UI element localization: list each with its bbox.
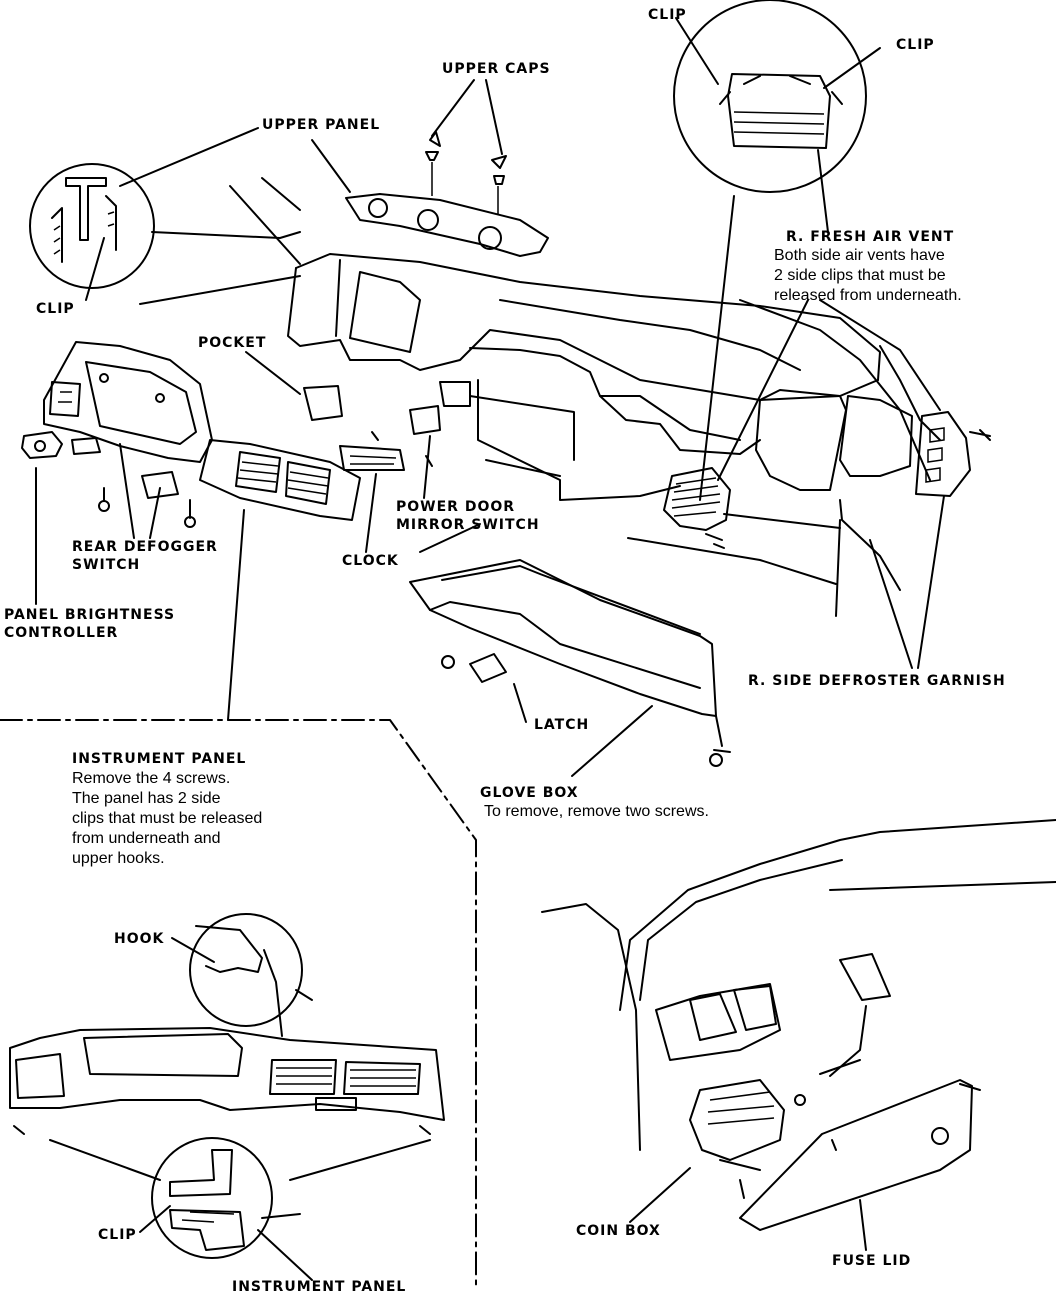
instrument-panel-part (43, 341, 361, 521)
note-instrument-panel-4: from underneath and (72, 830, 221, 847)
switch-parts (21, 381, 471, 528)
dashboard-body (139, 177, 941, 617)
label-upper-panel: UPPER PANEL (262, 117, 381, 133)
label-clip-top-left: CLIP (648, 7, 687, 23)
leader-lines-top (35, 17, 945, 777)
label-panel-brightness-2: CONTROLLER (4, 625, 119, 641)
note-instrument-panel-2: The panel has 2 side (72, 790, 221, 807)
leader-lines-lower-right (629, 1167, 867, 1251)
coin-box-fuse-lid-view (541, 819, 1056, 1231)
glove-box-part (409, 559, 731, 767)
label-power-door-1: POWER DOOR (396, 499, 516, 515)
label-instrument-panel-title: INSTRUMENT PANEL (72, 751, 247, 767)
label-clip-bottom: CLIP (98, 1227, 137, 1243)
note-instrument-panel-1: Remove the 4 screws. (72, 770, 231, 787)
hook-detail-circle (189, 913, 313, 1037)
upper-panel-part (345, 131, 549, 257)
note-instrument-panel-3: clips that must be released (72, 810, 263, 827)
label-clip-top-right: CLIP (896, 37, 935, 53)
label-rear-defogger-1: REAR DEFOGGER (72, 539, 218, 555)
clip-detail-circle-bottom (151, 1137, 301, 1259)
detail-connectors (227, 195, 735, 721)
label-clip-left: CLIP (36, 301, 75, 317)
right-side-defroster-garnish (915, 411, 991, 497)
label-panel-brightness-1: PANEL BRIGHTNESS (4, 607, 176, 623)
label-glove-box: GLOVE BOX (480, 785, 579, 801)
note-fresh-air-vent-2: 2 side clips that must be (774, 267, 946, 284)
label-clock: CLOCK (342, 553, 399, 569)
instrument-panel-lower-view (9, 1027, 445, 1181)
instrument-panel-inset-frame (0, 719, 477, 1291)
label-fuse-lid: FUSE LID (832, 1253, 912, 1269)
label-upper-caps: UPPER CAPS (442, 61, 551, 77)
clip-detail-circle-left (29, 163, 301, 289)
label-power-door-2: MIRROR SWITCH (396, 517, 540, 533)
leader-lines-lower-left (139, 937, 313, 1281)
label-hook: HOOK (114, 931, 165, 947)
label-coin-box: COIN BOX (576, 1223, 661, 1239)
label-instrument-panel-bottom: INSTRUMENT PANEL (232, 1279, 407, 1295)
label-latch: LATCH (534, 717, 590, 733)
right-fresh-air-vent (663, 467, 731, 549)
note-fresh-air-vent-1: Both side air vents have (774, 247, 945, 264)
label-fresh-air-vent: R. FRESH AIR VENT (786, 229, 955, 245)
label-pocket: POCKET (198, 335, 267, 351)
label-rear-defogger-2: SWITCH (72, 557, 141, 573)
label-r-side-defroster: R. SIDE DEFROSTER GARNISH (748, 673, 1006, 689)
vent-detail-circle-right (673, 0, 867, 193)
note-instrument-panel-5: upper hooks. (72, 850, 165, 867)
note-fresh-air-vent-3: released from underneath. (774, 287, 962, 304)
note-glove-box: To remove, remove two screws. (484, 803, 709, 820)
